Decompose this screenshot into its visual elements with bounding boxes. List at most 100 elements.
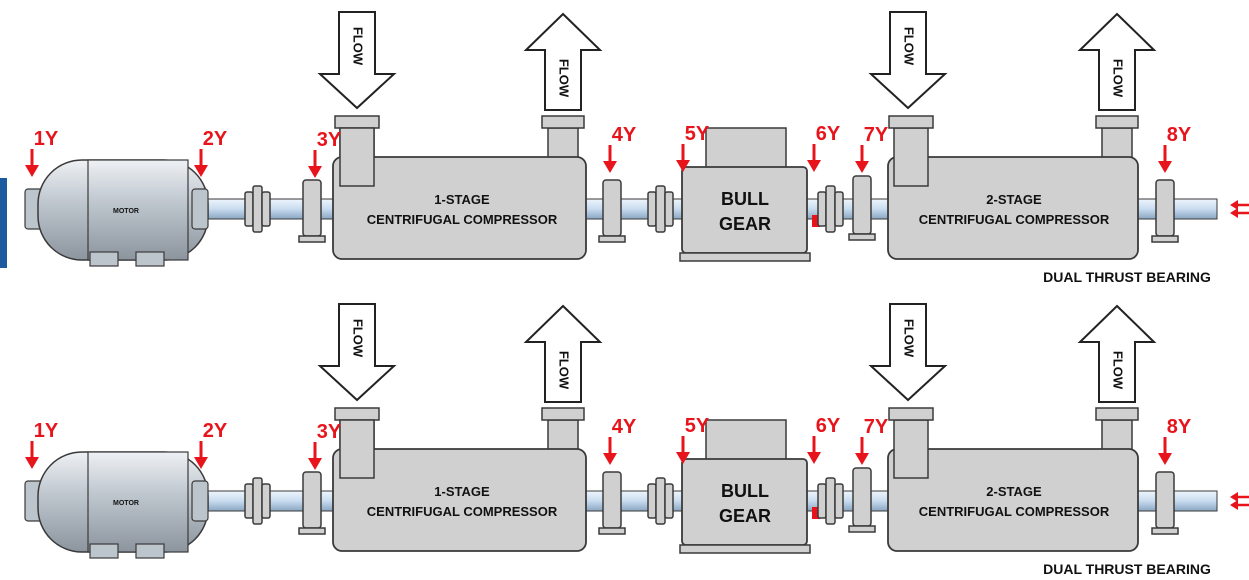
sensor-arrowhead: [855, 453, 869, 465]
sensor-label: 2Y: [203, 128, 228, 150]
sensor-4y: 4Y: [603, 124, 637, 173]
coupling-2: [647, 477, 674, 525]
coupling-1: [244, 185, 271, 233]
c2-title-line2: CENTRIFUGAL COMPRESSOR: [919, 504, 1110, 519]
c2-outlet-nozzle: [1101, 419, 1133, 451]
sensor-arrowhead: [603, 453, 617, 465]
sensor-arrowhead: [25, 165, 39, 177]
motor: MOTOR: [24, 451, 209, 559]
c1-inlet-overlay: [339, 127, 375, 187]
sensor-1y: 1Y: [25, 420, 59, 469]
c2-title-line2: CENTRIFUGAL COMPRESSOR: [919, 212, 1110, 227]
sensor-label: 3Y: [317, 129, 342, 151]
shaft-c2-outboard: [1136, 490, 1218, 512]
coupling-3: [817, 477, 844, 525]
dual-thrust-bearing-label: DUAL THRUST BEARING: [1043, 269, 1211, 285]
coupling-3: [817, 185, 844, 233]
thrust-arrows: [1230, 492, 1249, 510]
c1-outlet-flange: [541, 407, 585, 421]
c2-inlet-flange: [888, 407, 934, 421]
sensor-label: 8Y: [1167, 124, 1192, 146]
sensor-2y: 2Y: [194, 420, 228, 469]
flow-arrow-out-2: [1077, 304, 1157, 403]
c2-casing: [887, 156, 1139, 260]
motor-foot: [135, 543, 165, 559]
c1-title-line1: 1-STAGE: [434, 484, 490, 499]
sensor-arrowhead: [25, 457, 39, 469]
coupling-2: [647, 185, 674, 233]
sensor-label: 4Y: [612, 416, 637, 438]
sensor-arrowhead: [308, 166, 322, 178]
sensor-arrowhead: [1158, 161, 1172, 173]
c2-inlet-nozzle: [893, 419, 929, 479]
bearing-pedestal-4: [598, 471, 626, 535]
bearing-pedestal-8: [1151, 471, 1179, 535]
flow-arrow-in-1: [317, 303, 397, 402]
dual-thrust-bearing-label: DUAL THRUST BEARING: [1043, 561, 1211, 577]
flow-arrow-out-2: [1077, 12, 1157, 111]
flow-arrow-out-1: [523, 304, 603, 403]
sensor-label: 6Y: [816, 415, 841, 437]
sensor-label: 5Y: [685, 415, 710, 437]
sensor-arrowhead: [676, 452, 690, 464]
c1-outlet-nozzle: [547, 127, 579, 159]
bull-gear-top: [705, 419, 787, 463]
flow-label: FLOW: [557, 59, 572, 98]
sensor-arrowhead: [676, 160, 690, 172]
bearing-pedestal-1: [298, 471, 326, 535]
flow-arrow-in-1: [317, 11, 397, 110]
sensor-1y: 1Y: [25, 128, 59, 177]
bull-gear-top: [705, 127, 787, 171]
bull-gear-housing: [681, 458, 808, 546]
motor-label: MOTOR: [113, 500, 139, 507]
c2-outlet-flange: [1095, 407, 1139, 421]
c1-outlet-flange: [541, 115, 585, 129]
sensor-3y: 3Y: [308, 129, 342, 178]
gear-marker: [812, 215, 820, 227]
motor-foot: [135, 251, 165, 267]
sensor-arrowhead: [807, 452, 821, 464]
sensor-arrowhead: [855, 161, 869, 173]
shaft-c2-outboard: [1136, 198, 1218, 220]
flow-arrow-out-1: [523, 12, 603, 111]
bull-gear-label-line2: GEAR: [719, 214, 771, 234]
thrust-arrows: [1230, 200, 1249, 218]
bull-gear-label-line1: BULL: [721, 481, 769, 501]
motor: MOTOR: [24, 159, 209, 267]
sensor-3y: 3Y: [308, 421, 342, 470]
c2-outlet-flange: [1095, 115, 1139, 129]
c1-casing: [332, 448, 587, 552]
sensor-7y: 7Y: [855, 124, 889, 173]
sensor-7y: 7Y: [855, 416, 889, 465]
flow-arrow-in-2: [868, 303, 948, 402]
sensor-label: 8Y: [1167, 416, 1192, 438]
motor-drive-end: [191, 480, 209, 522]
bull-gear-base: [679, 544, 811, 554]
gear-marker: [812, 507, 820, 519]
sensor-2y: 2Y: [194, 128, 228, 177]
sensor-5y: 5Y: [676, 415, 710, 464]
sensor-6y: 6Y: [807, 415, 841, 464]
sensor-arrowhead: [807, 160, 821, 172]
sensor-arrowhead: [194, 457, 208, 469]
motor-label: MOTOR: [113, 208, 139, 215]
flow-label: FLOW: [902, 27, 917, 66]
c2-inlet-nozzle: [893, 127, 929, 187]
sensor-arrowhead: [1158, 453, 1172, 465]
sensor-label: 4Y: [612, 124, 637, 146]
sensor-label: 7Y: [864, 124, 889, 146]
sensor-label: 2Y: [203, 420, 228, 442]
bull-gear-housing: [681, 166, 808, 254]
c2-inlet-flange: [888, 115, 934, 129]
motor-foot: [89, 251, 119, 267]
flow-label: FLOW: [1111, 59, 1126, 98]
c1-title-line2: CENTRIFUGAL COMPRESSOR: [367, 212, 558, 227]
c2-outlet-nozzle: [1101, 127, 1133, 159]
bearing-pedestal-1: [298, 179, 326, 243]
bearing-pedestal-4: [598, 179, 626, 243]
